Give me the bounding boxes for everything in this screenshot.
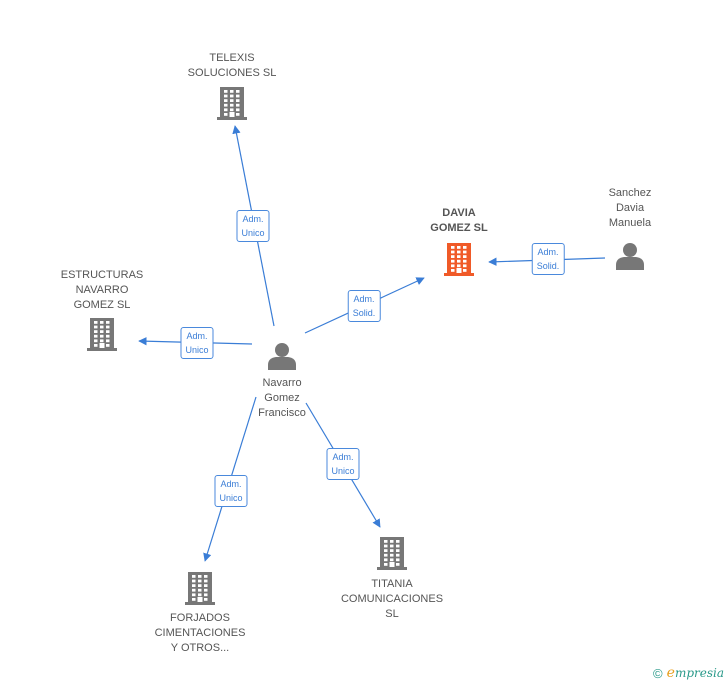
copyright-notice: © empresia [653,665,724,681]
edge-label-navarro-to-telexis[interactable]: Adm.Unico [236,210,270,242]
person-icon-navarro[interactable] [268,343,296,370]
edge-label-sanchez-to-davia[interactable]: Adm.Solid. [531,243,565,275]
edge-label-navarro-to-estructuras[interactable]: Adm.Unico [180,327,214,359]
edge-label-navarro-to-davia[interactable]: Adm.Solid. [347,290,381,322]
building-icon-titania[interactable] [377,537,407,570]
brand-logo: empresia [666,665,724,681]
edge-label-navarro-to-titania[interactable]: Adm.Unico [326,448,360,480]
building-icon-telexis[interactable] [217,87,247,120]
building-icon-forjados[interactable] [185,572,215,605]
copyright-icon: © [653,665,663,681]
building-icon-estructuras[interactable] [87,318,117,351]
person-icon-sanchez[interactable] [616,243,644,270]
focus-building-icon-davia[interactable] [444,243,474,276]
edge-label-navarro-to-forjados[interactable]: Adm.Unico [214,475,248,507]
